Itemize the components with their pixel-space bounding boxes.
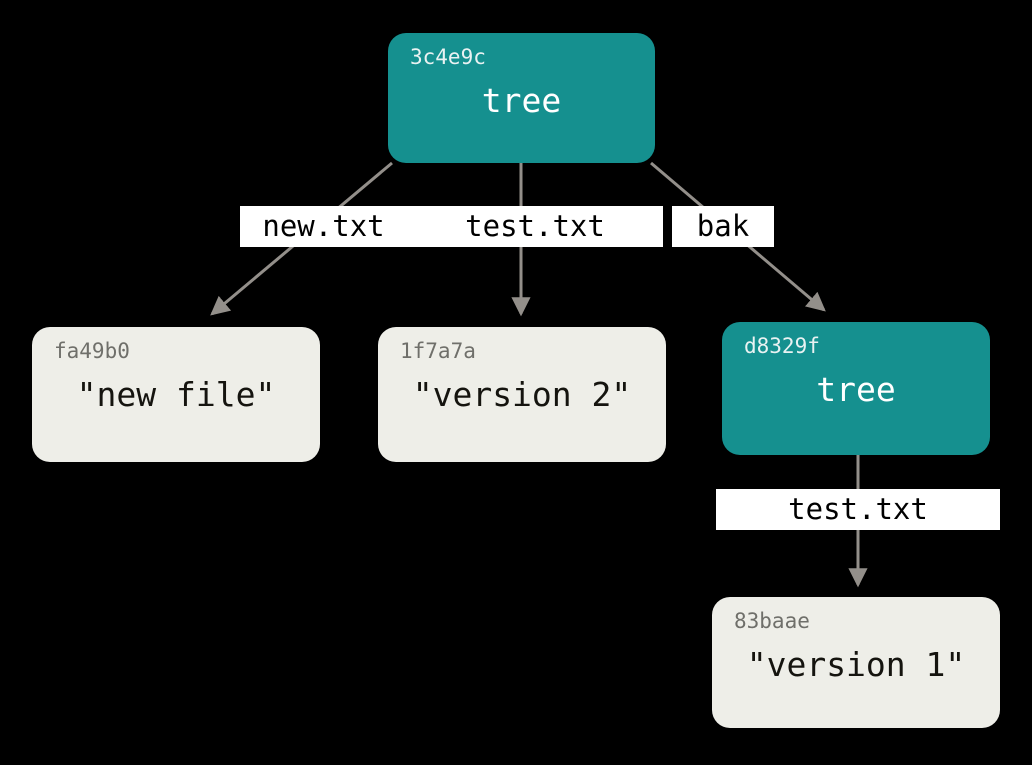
edge-label-test-txt: test.txt [407,206,663,247]
node-hash: fa49b0 [54,339,130,363]
edge-label-bak: bak [672,206,774,247]
node-blob-new-file[interactable]: fa49b0 "new file" [32,327,320,462]
node-title: tree [481,81,562,120]
node-root-tree[interactable]: 3c4e9c tree [388,33,655,163]
node-hash: d8329f [744,334,820,358]
node-hash: 83baae [734,609,810,633]
edge-label-test-txt-sub: test.txt [716,489,1000,530]
node-blob-version-2[interactable]: 1f7a7a "version 2" [378,327,666,462]
node-sub-tree[interactable]: d8329f tree [722,322,990,455]
node-blob-version-1[interactable]: 83baae "version 1" [712,597,1000,728]
node-hash: 1f7a7a [400,339,476,363]
node-title: "version 1" [746,645,966,684]
node-title: "new file" [76,375,276,414]
node-hash: 3c4e9c [410,45,486,69]
node-title: "version 2" [412,375,632,414]
edge-label-new-txt: new.txt [240,206,407,247]
node-title: tree [816,370,896,409]
